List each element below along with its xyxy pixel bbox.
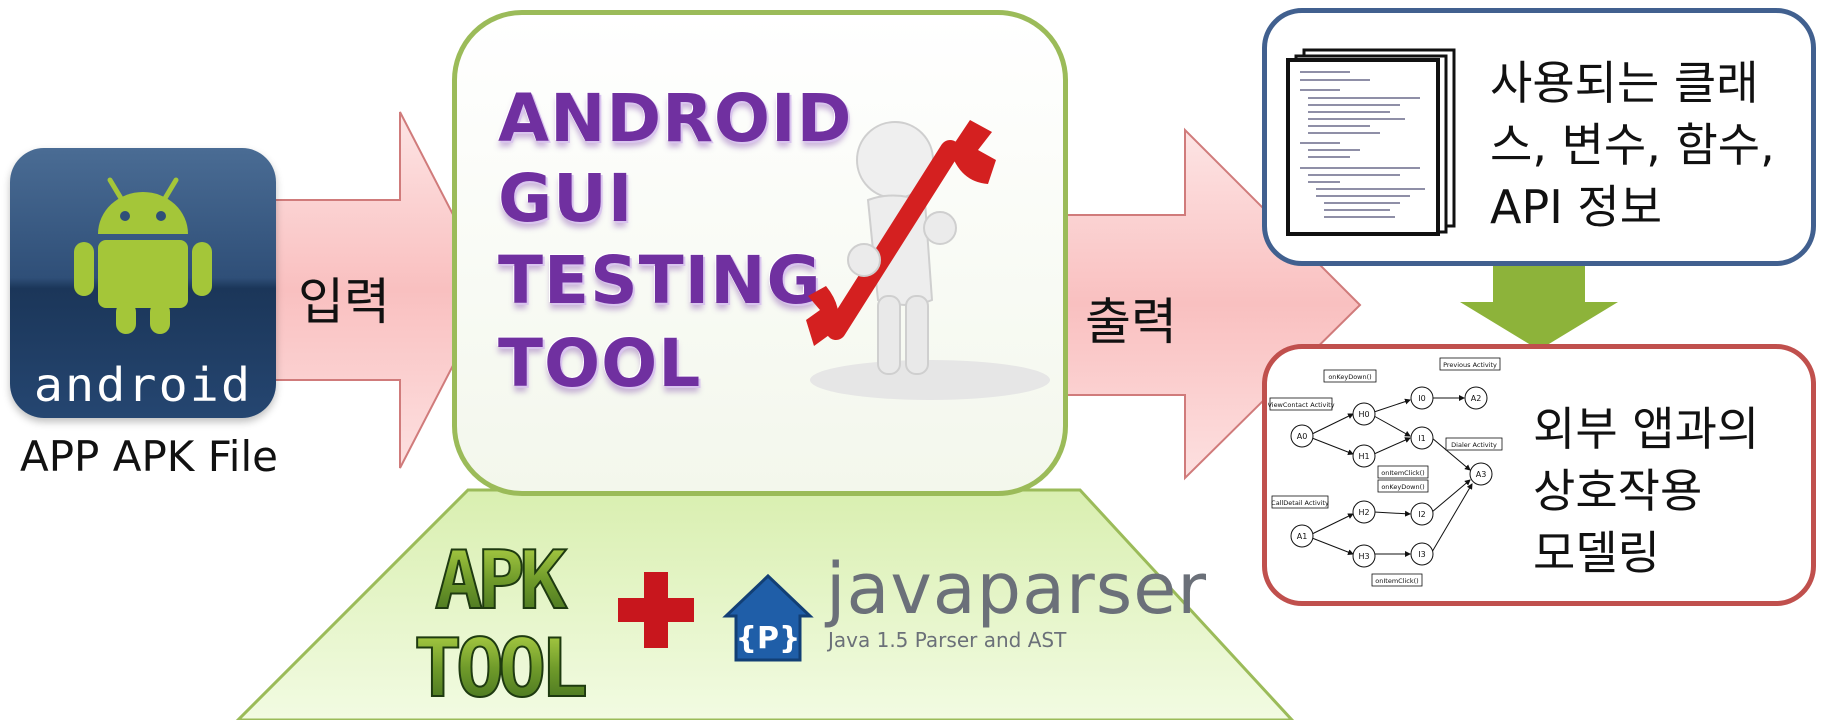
apktool-logo-text-bottom: TOOL: [414, 622, 585, 702]
apktool-logo: APK TOOL: [413, 533, 586, 702]
graph-event-onkeydown-1: onKeyDown(): [1328, 373, 1371, 381]
graph-activity-previous: Previous Activity: [1443, 361, 1497, 369]
android-wordmark: android: [33, 358, 253, 412]
tool-title-line-4: TOOL: [498, 325, 702, 402]
info-line-3: API 정보: [1490, 180, 1663, 234]
graph-node-h2: H2: [1358, 508, 1369, 517]
graph-node-a2: A2: [1471, 394, 1482, 403]
model-line-1: 외부 앱과의: [1533, 402, 1760, 456]
plus-icon: +: [618, 572, 694, 648]
graph-node-h3: H3: [1358, 552, 1369, 561]
graph-event-onitemclick-2: onItemClick(): [1375, 577, 1418, 585]
output-arrow-label: 출력: [1085, 293, 1177, 351]
testing-tool-box: [452, 10, 1068, 496]
graph-node-i1: I1: [1418, 434, 1425, 443]
interaction-graph-diagram: A0 A1 A2 A3 H0 H1 H2 H3 I0 I1 I2 I3 View…: [1268, 357, 1503, 587]
javaparser-tagline: Java 1.5 Parser and AST: [828, 628, 1067, 652]
apktool-logo-text-top: APK: [435, 534, 567, 627]
source-code-document-icon: [1286, 48, 1456, 236]
info-line-2: 스, 변수, 함수,: [1490, 118, 1775, 172]
tool-title-line-2: GUI: [498, 160, 634, 237]
tool-title-line-3: TESTING: [498, 242, 822, 319]
graph-event-onitemclick-1: onItemClick(): [1381, 469, 1424, 477]
graph-activity-viewcontact: ViewContact Activity: [1268, 401, 1335, 409]
graph-node-i0: I0: [1418, 394, 1425, 403]
graph-node-a1: A1: [1297, 532, 1308, 541]
graph-node-h0: H0: [1358, 410, 1369, 419]
graph-node-a3: A3: [1476, 470, 1487, 479]
graph-node-i2: I2: [1418, 510, 1425, 519]
info-line-1: 사용되는 클래: [1490, 56, 1759, 110]
input-arrow-label: 입력: [298, 273, 390, 331]
model-output-text: 외부 앱과의 상호작용 모델링: [1533, 398, 1821, 584]
graph-node-a0: A0: [1297, 432, 1308, 441]
info-output-text: 사용되는 클래 스, 변수, 함수, API 정보: [1490, 52, 1820, 238]
javaparser-house-icon: {P}: [722, 573, 814, 662]
model-line-3: 모델링: [1533, 526, 1660, 580]
tool-title-line-1: ANDROID: [498, 80, 853, 157]
android-app-icon: android: [10, 148, 276, 418]
graph-node-i3: I3: [1418, 550, 1425, 559]
down-arrow: [1460, 262, 1618, 350]
interaction-model-box: [1262, 344, 1816, 606]
javaparser-icon-text: {P}: [736, 621, 801, 656]
graph-event-onkeydown-2: onKeyDown(): [1381, 483, 1424, 491]
graph-node-h1: H1: [1358, 452, 1369, 461]
javaparser-name: javaparser: [826, 548, 1208, 630]
apk-file-label: APP APK File: [20, 432, 278, 481]
android-robot-icon: [74, 177, 212, 334]
wrench-figure-icon: [806, 120, 1050, 400]
graph-activity-calldetail: CallDetail Activity: [1271, 499, 1329, 507]
model-line-2: 상호작용: [1533, 464, 1703, 518]
graph-activity-dialer: Dialer Activity: [1451, 441, 1497, 449]
